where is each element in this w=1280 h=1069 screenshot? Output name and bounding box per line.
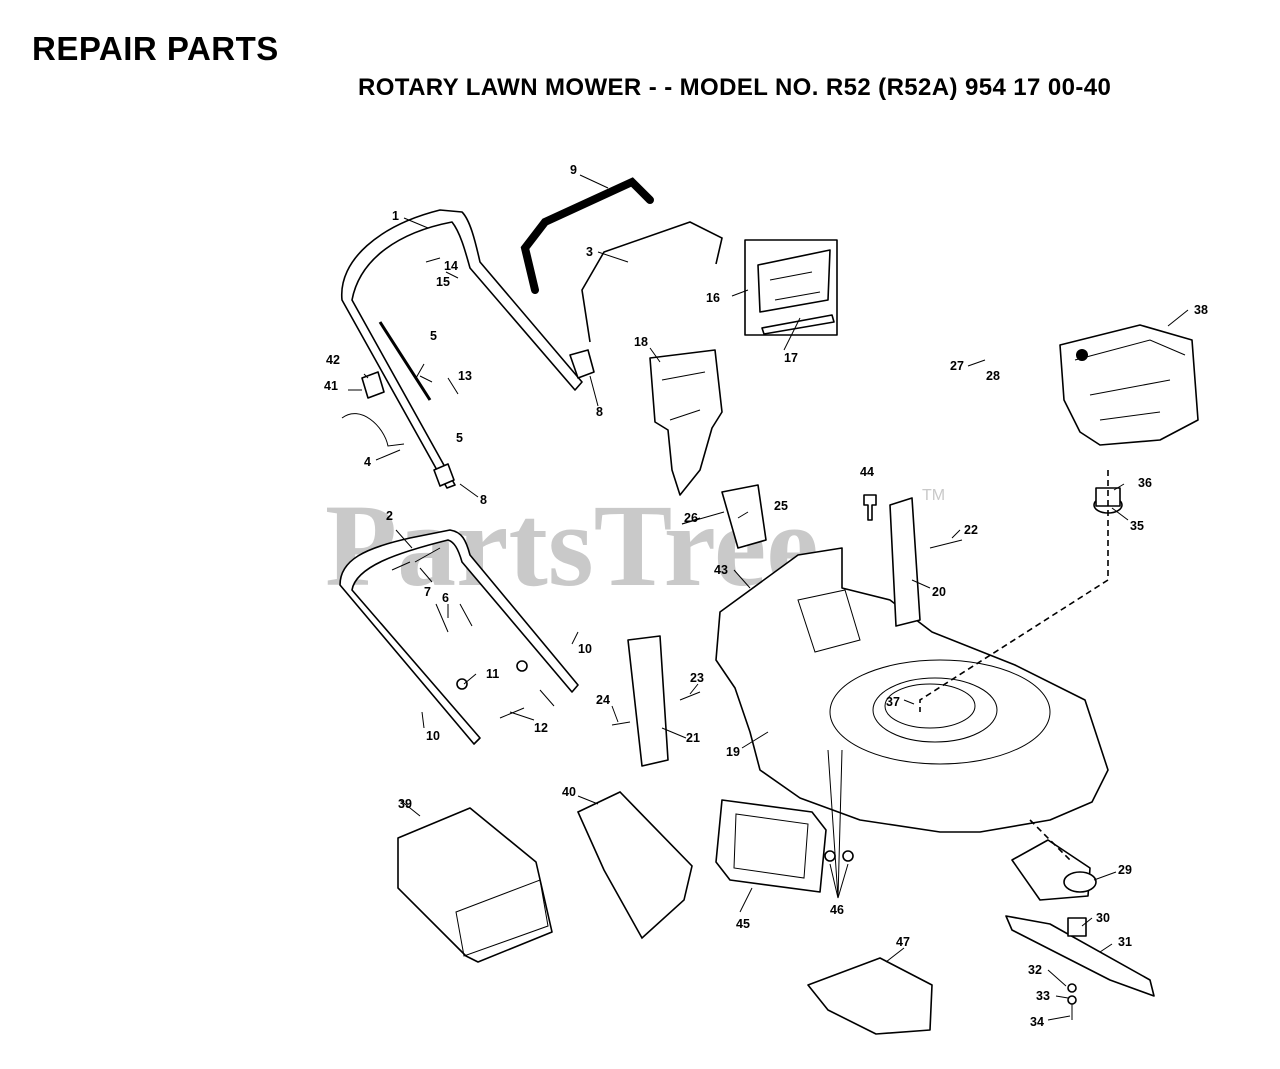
callout-18: 18 [634,335,648,349]
callout-28: 28 [986,369,1000,383]
callout-29: 29 [1118,863,1132,877]
callout-8-lower: 8 [480,493,487,507]
callout-33: 33 [1036,989,1050,1003]
callout-39: 39 [398,797,412,811]
callout-leaders [348,174,1189,1021]
callout-5-lower: 5 [456,431,463,445]
callout-2: 2 [386,509,393,523]
callout-3: 3 [586,245,593,259]
lower-handle [339,529,579,745]
callout-30: 30 [1096,911,1110,925]
callout-9: 9 [570,163,577,177]
callout-44: 44 [860,465,874,479]
callout-40: 40 [562,785,576,799]
callout-4: 4 [364,455,371,469]
callout-46: 46 [830,903,844,917]
callout-32: 32 [1028,963,1042,977]
callout-47: 47 [896,935,910,949]
bolt-44 [863,494,877,521]
callout-27: 27 [950,359,964,373]
callout-42: 42 [326,353,340,367]
model-subtitle: ROTARY LAWN MOWER - - MODEL NO. R52 (R52… [358,74,1112,101]
callout-37: 37 [886,695,900,709]
handle-hardware [391,547,555,719]
callout-1: 1 [392,209,399,223]
crankshaft-alignment-line [919,470,1109,712]
control-bar [581,221,723,343]
mower-deck [715,547,1109,833]
callout-35: 35 [1130,519,1144,533]
callout-41: 41 [324,379,338,393]
callout-7: 7 [424,585,431,599]
callout-20: 20 [932,585,946,599]
callout-16: 16 [706,291,720,305]
callout-10-lower: 10 [426,729,440,743]
callout-11: 11 [486,667,499,681]
callout-22: 22 [964,523,978,537]
callout-38: 38 [1194,303,1208,317]
chute-bracket [681,484,767,549]
callout-34: 34 [1030,1015,1044,1029]
callout-23: 23 [690,671,704,685]
mulch-plug [807,957,933,1035]
callout-6: 6 [442,591,449,605]
callout-8-upper: 8 [596,405,603,419]
callout-26: 26 [684,511,698,525]
engine [1059,324,1199,446]
callout-labels: 1 2 3 4 5 5 6 7 8 8 9 10 10 11 12 13 14 … [324,163,1208,1029]
callout-21: 21 [686,731,700,745]
callout-10-upper: 10 [578,642,592,656]
callout-12: 12 [534,721,548,735]
discharge-chute [649,349,723,496]
callout-43: 43 [714,563,728,577]
height-adjuster-right [889,497,963,627]
watermark-trademark: TM [922,487,945,504]
callout-45: 45 [736,917,750,931]
bag-frame [576,791,693,940]
bracket-assembly [744,239,838,336]
height-adjuster-left [611,635,701,767]
upper-handle [341,209,583,489]
callout-36: 36 [1138,476,1152,490]
blade-assembly [1005,839,1155,1020]
callout-13: 13 [458,369,472,383]
callout-15: 15 [436,275,450,289]
callout-5-upper: 5 [430,329,437,343]
callout-14: 14 [444,259,458,273]
grass-bag [397,807,553,963]
callout-31: 31 [1118,935,1132,949]
callout-19: 19 [726,745,740,759]
callout-24: 24 [596,693,610,707]
handle-grip [520,177,654,294]
callout-17: 17 [784,351,798,365]
cable-assembly [341,321,595,487]
page-title: REPAIR PARTS [32,30,279,67]
callout-25: 25 [774,499,788,513]
